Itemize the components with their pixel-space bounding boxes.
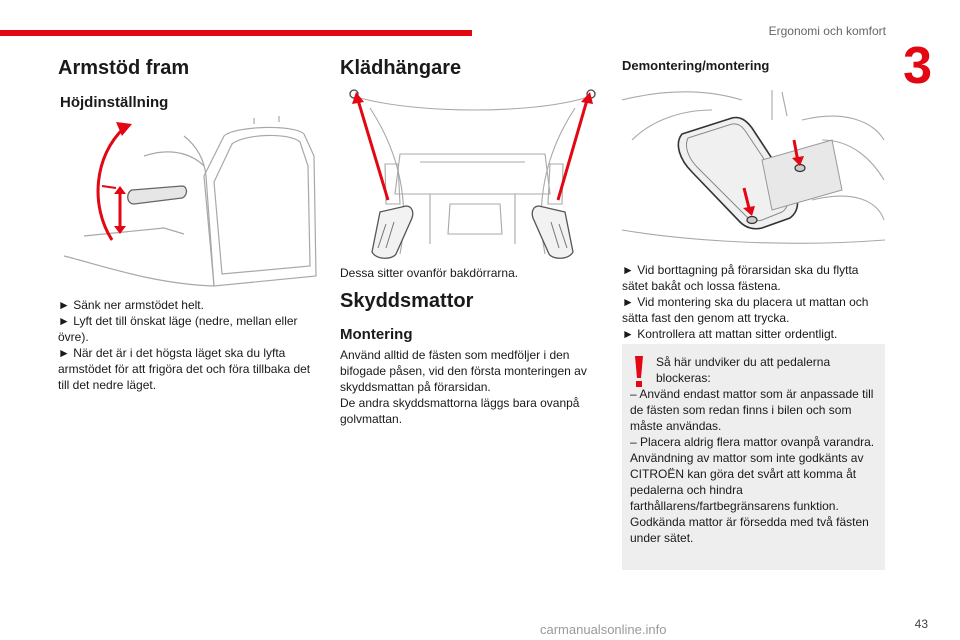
- floor-mats-title: Skyddsmattor: [340, 290, 474, 312]
- coat-hook-caption: Dessa sitter ovanför bakdörrarna.: [340, 266, 519, 280]
- warning-lead: Så här undviker du att pedalerna blocker…: [656, 355, 831, 385]
- fitting-paragraph-1: Använd alltid de fästen som medföljer i …: [340, 348, 587, 394]
- coat-hook-illustration: [349, 89, 596, 259]
- armrest-step-2: ► Lyft det till önskat läge (nedre, mell…: [58, 314, 298, 344]
- coat-hook-title: Klädhängare: [340, 57, 462, 79]
- warning-text: Så här undviker du att pedalerna blocker…: [630, 354, 882, 546]
- removal-step-1: ► Vid borttagning på förarsidan ska du f…: [622, 263, 859, 293]
- chapter-number: 3: [903, 37, 932, 95]
- warning-box: Så här undviker du att pedalerna blocker…: [622, 344, 885, 570]
- armrest-title: Armstöd fram: [58, 57, 190, 79]
- removal-title: Demontering/montering: [622, 58, 770, 73]
- warning-line-2: – Placera aldrig flera mattor ovanpå var…: [630, 435, 875, 449]
- fitting-paragraph-2: De andra skyddsmattorna läggs bara ovanp…: [340, 396, 580, 426]
- warning-line-4: Godkända mattor är försedda med två fäst…: [630, 515, 869, 545]
- height-adjust-subtitle: Höjdinställning: [60, 94, 169, 111]
- removal-step-2: ► Vid montering ska du placera ut mattan…: [622, 295, 869, 325]
- warning-exclamation-icon: [635, 356, 643, 387]
- removal-step-3: ► Kontrollera att mattan sitter ordentli…: [622, 327, 838, 341]
- armrest-step-1: ► Sänk ner armstödet helt.: [58, 298, 204, 312]
- warning-line-1: – Använd endast mattor som är anpassade …: [630, 387, 874, 433]
- chapter-color-bar: [0, 30, 472, 36]
- section-header: Ergonomi och komfort: [768, 24, 886, 38]
- armrest-step-3: ► När det är i det högsta läget ska du l…: [58, 346, 311, 392]
- warning-line-3: Användning av mattor som inte godkänts a…: [630, 451, 864, 513]
- fitting-subtitle: Montering: [340, 326, 413, 343]
- page-number: 43: [914, 617, 928, 631]
- watermark: carmanualsonline.info: [540, 622, 667, 637]
- floor-mat-illustration: [622, 90, 885, 244]
- armrest-illustration: [64, 116, 317, 287]
